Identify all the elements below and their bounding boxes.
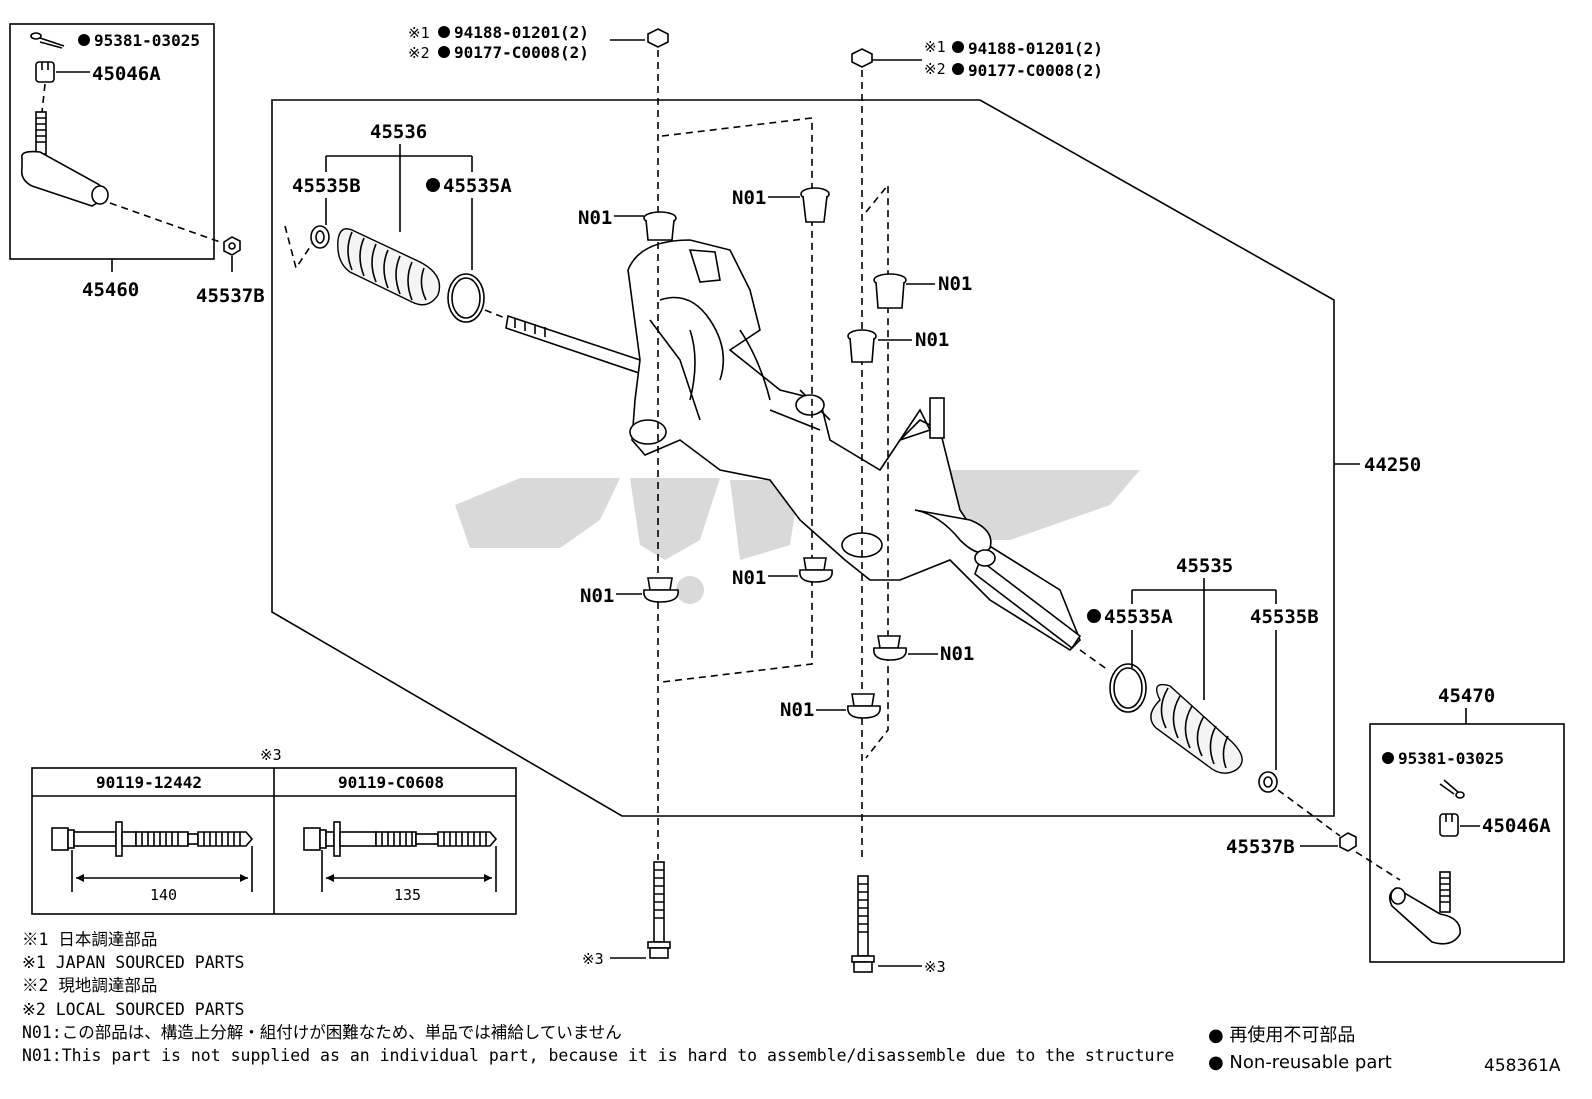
legend-en: ● Non-reusable part: [1208, 1052, 1392, 1073]
footnotes: ※1 日本調達部品 ※1 JAPAN SOURCED PARTS ※2 現地調達…: [22, 928, 1174, 1067]
part-label-45460: 45460: [82, 279, 139, 301]
boot-clip-right: [1109, 663, 1147, 713]
bushing-n01-icon: [847, 329, 877, 363]
bushing-n01-icon: [643, 211, 677, 241]
note-mark-2: ※2: [408, 44, 430, 62]
note-3-mark-right: ※3: [924, 958, 946, 976]
bushing-n01-icon: [873, 273, 907, 309]
part-label-95381-left: 95381-03025: [94, 31, 200, 50]
bolt-nut-top-left-icon: [647, 28, 669, 48]
note-mark-1: ※1: [924, 38, 946, 56]
n01-label: N01: [780, 699, 814, 721]
part-label-44250: 44250: [1364, 454, 1421, 476]
part-label-94188-top-left: 94188-01201(2): [454, 23, 589, 42]
part-label-95381-right: 95381-03025: [1398, 749, 1504, 768]
cotter-pin-right-icon: [1439, 779, 1465, 799]
n01-label: N01: [915, 329, 949, 351]
part-label-45470: 45470: [1438, 685, 1495, 707]
rack-housing: [505, 239, 1082, 652]
part-label-45535a-right: 45535A: [1104, 606, 1173, 628]
table-col1-part: 90119-12442: [96, 773, 202, 792]
note-mark-1: ※1: [408, 24, 430, 42]
tie-rod-end-right: [1388, 871, 1461, 945]
non-reusable-dot-icon: [952, 41, 964, 53]
castle-nut-right-icon: [1439, 813, 1459, 837]
table-col2-part: 90119-C0608: [338, 773, 444, 792]
part-label-45537b-right: 45537B: [1226, 836, 1295, 858]
table-note-mark: ※3: [260, 746, 282, 764]
lock-nut-left-icon: [223, 236, 241, 256]
bolt-90119-c0608-icon: [303, 821, 498, 857]
clamp-right-icon: [1258, 771, 1278, 793]
note-mark-2: ※2: [924, 60, 946, 78]
part-label-90177-top-left: 90177-C0008(2): [454, 43, 589, 62]
footnote: ※1 日本調達部品: [22, 930, 158, 949]
part-label-45537b-left: 45537B: [196, 285, 265, 307]
footnote: ※2 LOCAL SOURCED PARTS: [22, 999, 245, 1019]
n01-label: N01: [578, 207, 612, 229]
bolt-90119-12442-icon: [51, 821, 254, 857]
long-bolt-left-icon: [647, 861, 671, 959]
part-label-45046a-right: 45046A: [1482, 815, 1551, 837]
footnote: N01:この部品は、構造上分解・組付けが困難なため、単品では補給していません: [22, 1022, 622, 1042]
part-label-45535b-right: 45535B: [1250, 606, 1319, 628]
rack-boot-right: [1150, 683, 1243, 774]
lock-nut-right-icon: [1339, 832, 1357, 852]
part-label-45535: 45535: [1176, 555, 1233, 577]
tie-rod-end-left: [20, 111, 109, 207]
n01-label: N01: [732, 187, 766, 209]
non-reusable-dot-icon: [438, 46, 450, 58]
bushing-n01-icon: [800, 187, 830, 223]
non-reusable-dot-icon: [952, 63, 964, 75]
non-reusable-dot-icon: [78, 34, 90, 46]
bolt-spec-table: ※3 90119-12442 90119-C0608 140: [31, 746, 517, 915]
bushing-n01-icon: [846, 693, 881, 719]
legend: ● 再使用不可部品 ● Non-reusable part: [1208, 1022, 1392, 1076]
footnote: N01:This part is not supplied as an indi…: [22, 1046, 1175, 1066]
part-label-45535b-left: 45535B: [292, 175, 361, 197]
table-col1-length: 140: [150, 886, 177, 904]
footnote: ※2 現地調達部品: [22, 976, 158, 996]
tie-rod-end-right-box: [1369, 723, 1565, 963]
part-label-45536: 45536: [370, 121, 427, 143]
n01-label: N01: [940, 643, 974, 665]
non-reusable-dot-icon: [426, 178, 440, 192]
cotter-pin-left-icon: [30, 32, 65, 49]
bolt-nut-top-right-icon: [851, 48, 873, 68]
bushing-n01-icon: [873, 635, 907, 661]
n01-label: N01: [580, 585, 614, 607]
non-reusable-dot-icon: [1087, 609, 1101, 623]
footnote: ※1 JAPAN SOURCED PARTS: [22, 953, 245, 973]
note-3-mark-left: ※3: [582, 950, 604, 968]
non-reusable-dot-icon: [438, 26, 450, 38]
part-label-94188-top-right: 94188-01201(2): [968, 39, 1103, 58]
part-label-45046a-left: 45046A: [92, 63, 161, 85]
long-bolt-right-icon: [851, 875, 875, 973]
part-label-90177-top-right: 90177-C0008(2): [968, 61, 1103, 80]
legend-jp: ● 再使用不可部品: [1208, 1025, 1356, 1046]
clamp-left-icon: [310, 225, 330, 249]
n01-label: N01: [938, 273, 972, 295]
bushing-n01-icon: [643, 577, 679, 603]
rack-boot-left: [337, 228, 441, 306]
part-label-45535a-left: 45535A: [443, 175, 512, 197]
bushing-n01-icon: [798, 557, 833, 583]
non-reusable-dot-icon: [1382, 752, 1394, 764]
boot-clip-left: [447, 273, 485, 323]
figure-id: 458361A: [1484, 1056, 1561, 1076]
n01-label: N01: [732, 567, 766, 589]
table-col2-length: 135: [394, 886, 421, 904]
castle-nut-left-icon: [35, 61, 55, 83]
steering-gear-outline: [271, 99, 1335, 817]
